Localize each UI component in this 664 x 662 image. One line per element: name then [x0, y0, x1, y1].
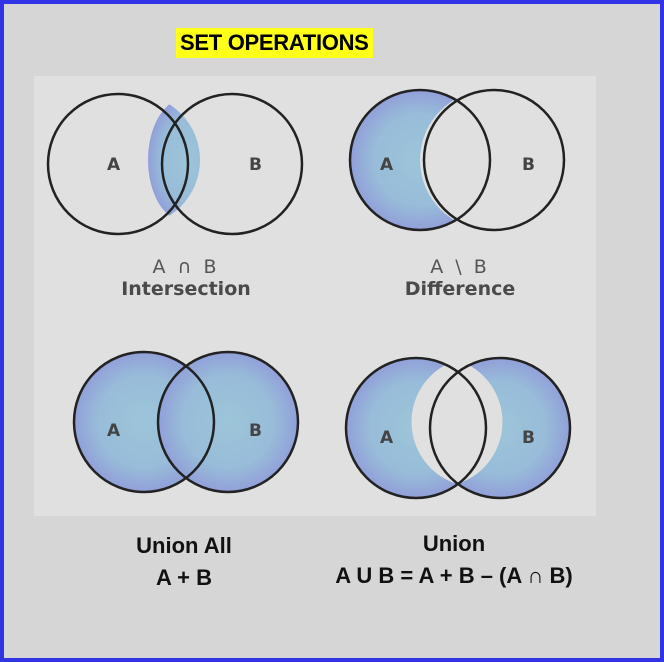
union-name: Union [422, 531, 486, 556]
set-b-circle [428, 356, 572, 500]
venn-union: A B [344, 356, 572, 500]
set-b-circle [156, 350, 300, 494]
set-a-circle [72, 350, 216, 494]
set-a-label: A [380, 428, 394, 448]
set-a-circle [348, 88, 492, 232]
union-all-caption: Union All A + B [64, 530, 304, 594]
union-all-name: Union All [136, 533, 232, 558]
set-b-circle [160, 92, 304, 236]
venn-diagrams: A B A B A B A B [46, 88, 572, 500]
union-formula: A U B = A + B – (A ∩ B) [335, 563, 573, 588]
venn-intersection: A B [46, 92, 304, 236]
difference-caption: A \ B Difference [344, 256, 576, 300]
intersection-region [148, 98, 200, 222]
difference-symbol: A \ B [430, 256, 490, 278]
union-all-formula: A + B [155, 565, 213, 590]
union-caption: Union A U B = A + B – (A ∩ B) [304, 528, 604, 592]
set-b-label: B [249, 155, 262, 175]
intersection-symbol: A ∩ B [152, 256, 220, 278]
set-b-label: B [522, 428, 535, 448]
page-title: SET OPERATIONS [176, 28, 373, 58]
set-a-circle [344, 356, 488, 500]
set-a-label: A [380, 155, 394, 175]
set-b-region [158, 352, 298, 492]
intersection-name: Intersection [121, 278, 251, 300]
set-b-label: B [522, 155, 535, 175]
venn-difference: A B [348, 88, 566, 232]
set-b-label: B [249, 421, 262, 441]
set-a-label: A [107, 155, 121, 175]
difference-name: Difference [404, 278, 516, 300]
venn-union-all: A B [72, 350, 300, 494]
difference-region [350, 90, 490, 230]
set-a-label: A [107, 421, 121, 441]
set-b-circle [422, 88, 566, 232]
intersection-caption: A ∩ B Intersection [70, 256, 302, 300]
set-a-circle [46, 92, 190, 236]
symmetric-difference-region [346, 358, 570, 498]
